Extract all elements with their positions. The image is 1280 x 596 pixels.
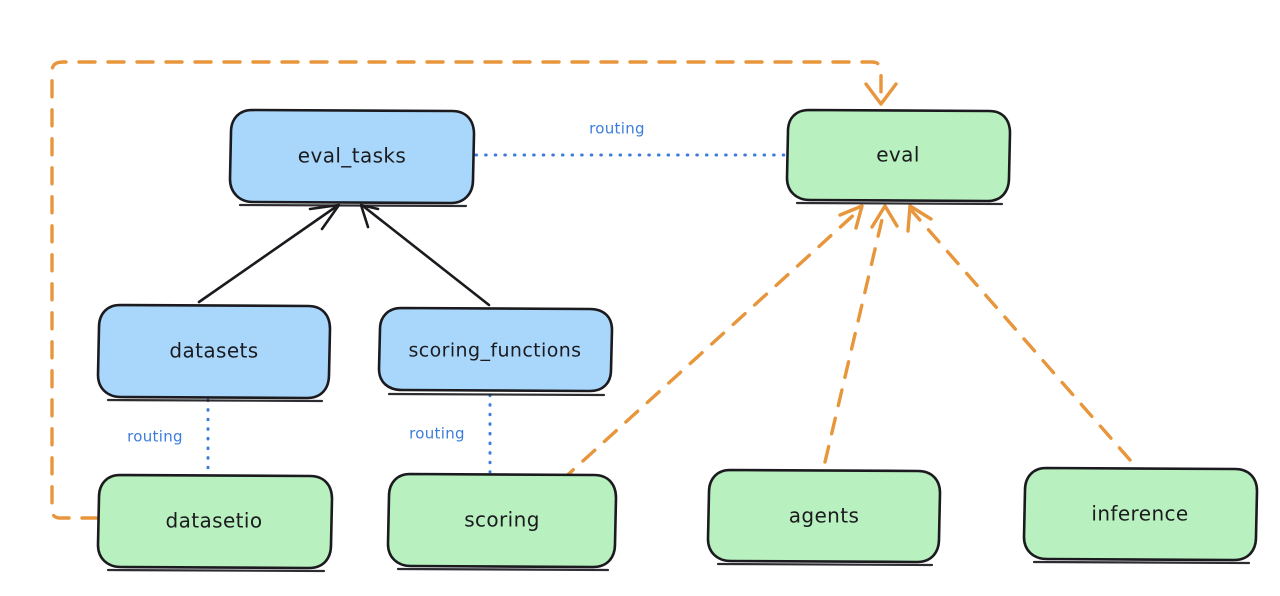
edge-inference-eval[interactable] (906, 204, 1132, 462)
node-eval[interactable]: eval (785, 108, 1012, 206)
edge-datasetio-eval[interactable] (50, 60, 898, 520)
edge-label-routing-eval: routing (589, 120, 645, 138)
edge-eval_tasks-eval[interactable]: routing (474, 120, 788, 157)
edge-agents-eval[interactable] (823, 204, 899, 464)
node-datasets[interactable]: datasets (96, 303, 332, 403)
edge-datasets-datasetio[interactable]: routing (127, 398, 210, 475)
node-label-inference: inference (1091, 502, 1188, 526)
edge-label-routing-datasetio: routing (127, 428, 183, 446)
node-label-eval_tasks: eval_tasks (298, 144, 406, 168)
node-label-scoring_functions: scoring_functions (409, 340, 582, 362)
node-label-agents: agents (789, 504, 860, 528)
edge-datasets-eval_tasks[interactable] (197, 203, 341, 304)
node-scoring_functions[interactable]: scoring_functions (377, 306, 614, 397)
node-label-datasetio: datasetio (165, 509, 262, 533)
node-label-scoring: scoring (464, 508, 540, 532)
edge-label-routing-scoring: routing (409, 425, 465, 443)
node-label-eval: eval (876, 143, 920, 167)
node-datasetio[interactable]: datasetio (96, 473, 334, 573)
edge-scoring_functions-eval_tasks[interactable] (359, 203, 491, 307)
node-scoring[interactable]: scoring (386, 472, 618, 572)
edge-scoring_functions-scoring[interactable]: routing (409, 393, 492, 474)
node-layer: eval_tasks eval datasets scoring_functio… (96, 108, 1259, 573)
node-label-datasets: datasets (169, 339, 258, 363)
edge-scoring-eval[interactable] (538, 204, 864, 502)
node-inference[interactable]: inference (1022, 466, 1259, 565)
node-agents[interactable]: agents (706, 468, 942, 567)
node-eval_tasks[interactable]: eval_tasks (228, 108, 476, 208)
edge-layer: routing routing routing (50, 60, 1132, 520)
